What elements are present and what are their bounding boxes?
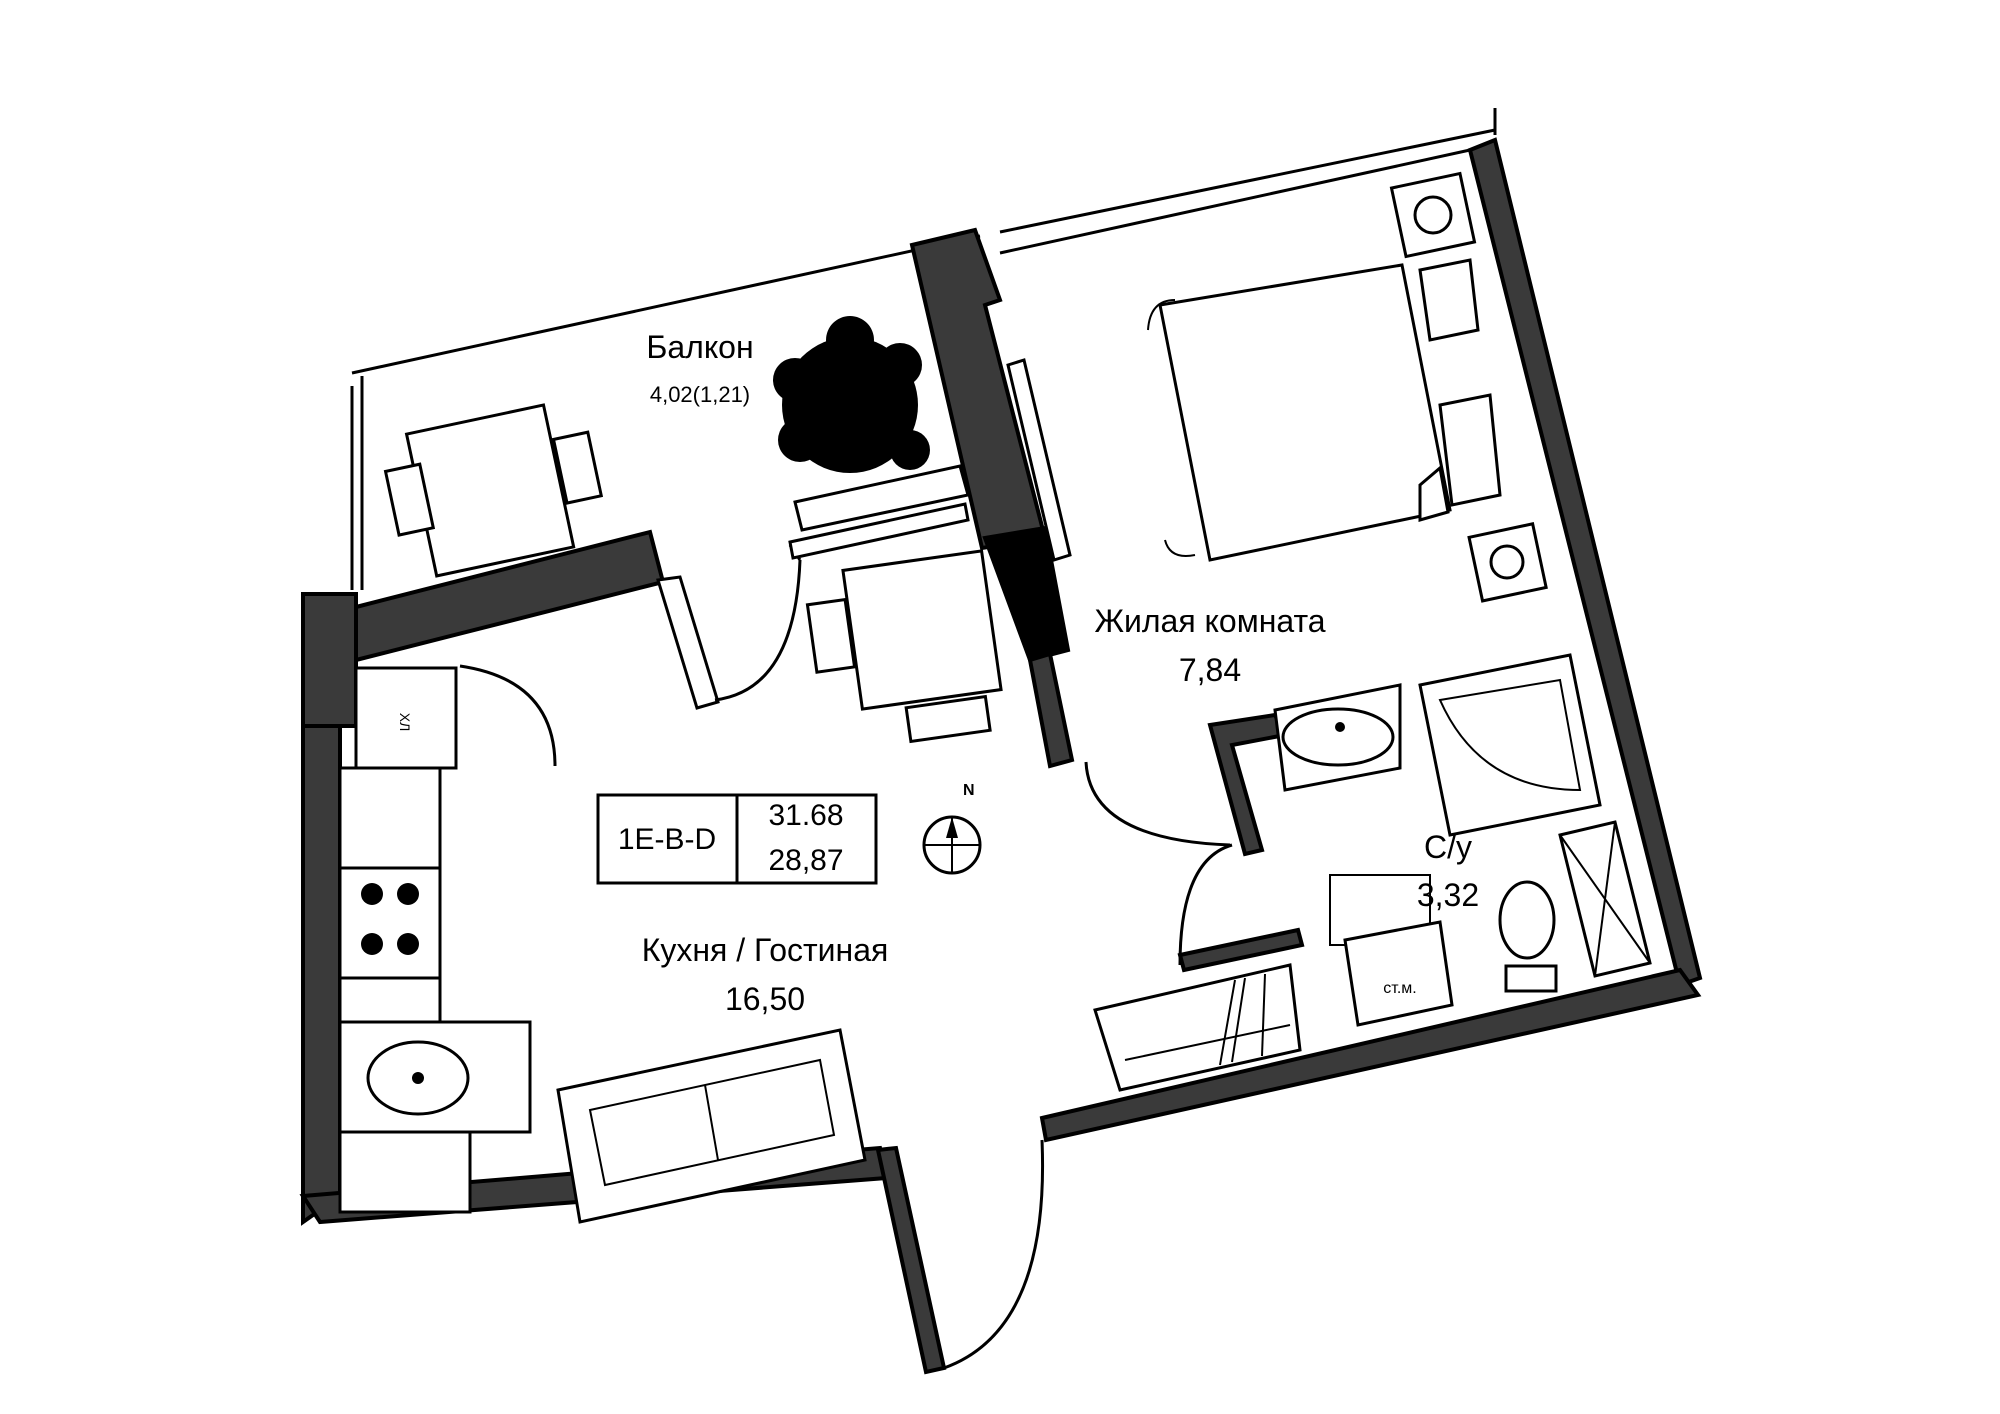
doors (459, 544, 1233, 1370)
bedroom-door (1084, 761, 1231, 847)
bathroom-name: С/у (1424, 829, 1472, 865)
central-wall-upper (909, 227, 1048, 551)
compass-north-label: N (963, 782, 975, 799)
walls (299, 137, 1703, 1375)
balcony-table (404, 403, 576, 578)
pillow-bottom (1438, 393, 1502, 507)
shower (1418, 653, 1602, 837)
central-wall-black (982, 525, 1071, 663)
bed (1158, 263, 1452, 562)
unit-info-box: 1E-B-D 31.68 28,87 (596, 793, 878, 885)
balcony-name: Балкон (646, 329, 753, 365)
stove (338, 866, 442, 980)
east-wall (1467, 137, 1703, 988)
bathroom-fixtures (1273, 653, 1602, 1027)
washbasin-bowl (1281, 707, 1395, 767)
kitchen-window (656, 575, 720, 710)
wardrobe (1093, 963, 1302, 1092)
balcony-door (714, 559, 802, 702)
bedroom-name: Жилая комната (1094, 603, 1325, 639)
kitchen-living-name: Кухня / Гостиная (642, 932, 889, 968)
bedroom-furniture (1147, 171, 1548, 603)
windows (656, 358, 1072, 710)
fridge-door-swing (459, 664, 557, 767)
toilet-tank (1504, 964, 1558, 993)
balcony-chair-right (551, 430, 604, 505)
fridge (354, 666, 458, 770)
bedroom-area: 7,84 (1179, 652, 1241, 688)
kitchen-counter-upper (338, 766, 442, 870)
bedroom-window-side (1006, 358, 1072, 562)
toilet (1498, 880, 1556, 960)
pillow-top (1418, 258, 1480, 342)
washer (1343, 920, 1454, 1027)
bed-fold (1418, 465, 1450, 522)
fridge-label: ХЛ (397, 713, 413, 732)
sofa-cushions (588, 1058, 836, 1187)
dining-chair-bottom (904, 694, 992, 744)
entrance-stub-wall (875, 1145, 947, 1375)
west-wall-column (301, 592, 358, 728)
kitchen-counter-mid (338, 976, 442, 1024)
kitchen-cabinet-lower (338, 1130, 472, 1214)
unit-total-area: 31.68 (768, 799, 843, 832)
room-labels: Балкон 4,02(1,21) Жилая комната 7,84 С/у… (397, 329, 1479, 1017)
planter-base (788, 502, 970, 560)
unit-code: 1E-B-D (618, 823, 716, 856)
bathroom-wall (1207, 712, 1288, 857)
entrance-door (943, 1139, 1045, 1370)
unit-living-area: 28,87 (768, 844, 843, 877)
balcony-furniture (383, 316, 970, 578)
west-wall (301, 724, 342, 1226)
bathroom-door (1178, 843, 1233, 966)
bathroom-lower-wall (1177, 927, 1305, 973)
south-east-wall (1039, 967, 1702, 1143)
washer-label: ст.м. (1383, 980, 1416, 997)
balcony-chair-left (383, 462, 436, 537)
dining-table (841, 549, 1003, 711)
central-wall-lower (1027, 651, 1075, 769)
balcony-outline (350, 108, 1497, 590)
compass: N (922, 782, 982, 875)
bathroom-area: 3,32 (1417, 877, 1479, 913)
stove-burners (361, 883, 419, 955)
plant (773, 316, 930, 473)
balcony-area: 4,02(1,21) (650, 382, 750, 407)
kitchen-furniture (338, 549, 1302, 1224)
kitchen-living-area: 16,50 (725, 981, 805, 1017)
dining-chair-left (805, 597, 857, 674)
planter (793, 464, 970, 532)
